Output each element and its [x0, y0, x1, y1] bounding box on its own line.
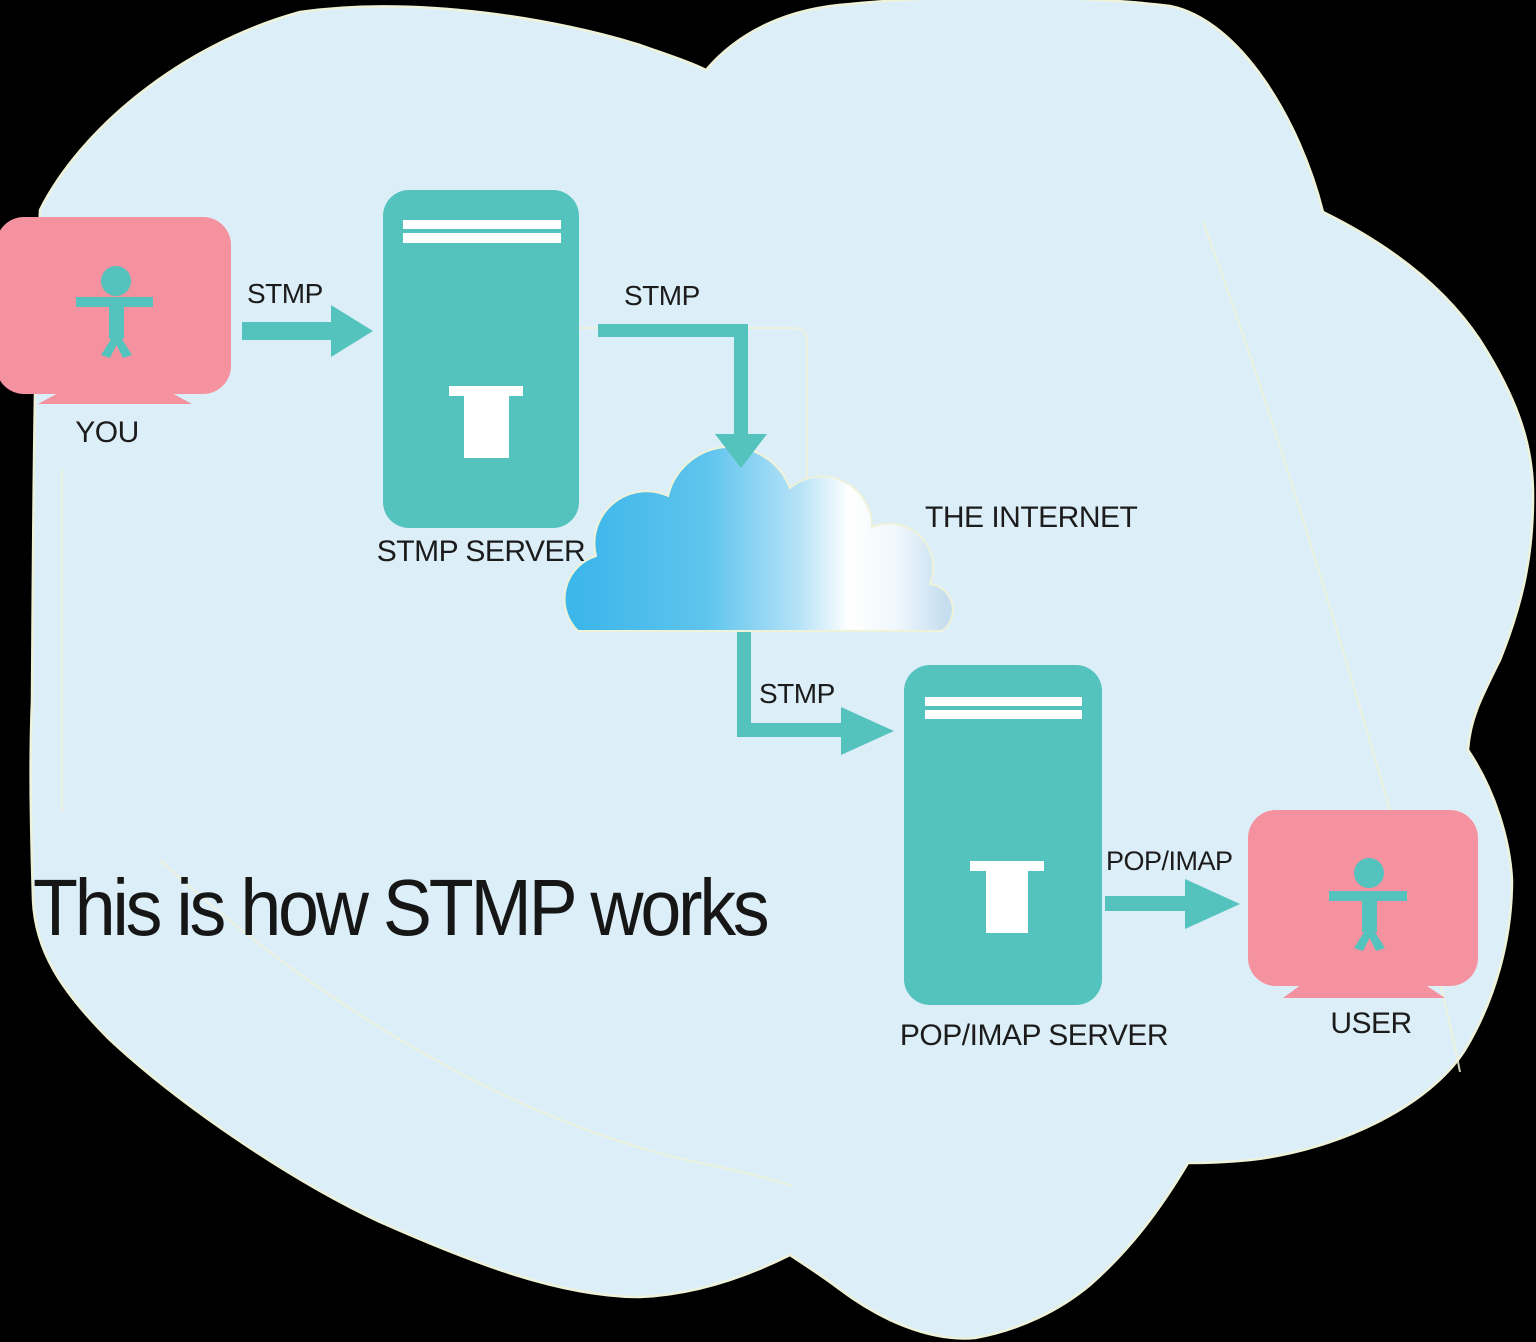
arrow-internet-to-pop-imap-server — [737, 632, 894, 755]
monitor-stand — [38, 391, 192, 404]
edge-label-internet-to-pop-imap-server: STMP — [759, 678, 835, 709]
internet-cloud-icon — [563, 445, 954, 632]
arrow-you-to-stmp-server — [242, 305, 373, 357]
edge-label-stmp-server-to-internet: STMP — [624, 280, 700, 311]
arrow-stmp-server-to-internet — [598, 324, 767, 468]
edge-label-you-to-stmp-server: STMP — [247, 278, 323, 309]
user-monitor-icon — [1248, 810, 1478, 998]
server-slot — [449, 386, 523, 396]
pop-imap-server-label: POP/IMAP SERVER — [899, 1019, 1169, 1052]
internet-label: THE INTERNET — [925, 501, 1138, 534]
monitor-stand — [1283, 984, 1445, 998]
cloud-inner-outlines — [61, 221, 1461, 1187]
flow-arrows — [242, 305, 1240, 929]
server-slot — [986, 871, 1028, 933]
server-slot — [464, 396, 509, 458]
you-label: YOU — [75, 416, 139, 449]
user-label: USER — [1330, 1007, 1412, 1040]
pop-imap-server-icon — [904, 665, 1102, 1005]
background-cloud-shape — [29, 0, 1535, 1340]
stmp-server-icon — [383, 190, 579, 528]
server-stripe — [403, 233, 561, 243]
person-icon — [1329, 858, 1407, 951]
diagram-title: This is how STMP works — [33, 863, 770, 952]
server-slot — [970, 861, 1044, 871]
server-stripe — [403, 220, 561, 229]
arrow-pop-imap-server-to-user — [1105, 879, 1240, 929]
edge-label-pop-imap-server-to-user: POP/IMAP — [1106, 846, 1233, 876]
person-icon — [76, 266, 153, 358]
you-monitor-icon — [0, 217, 231, 404]
server-stripe — [925, 710, 1082, 719]
stmp-server-label: STMP SERVER — [376, 535, 586, 568]
server-stripe — [925, 697, 1082, 706]
